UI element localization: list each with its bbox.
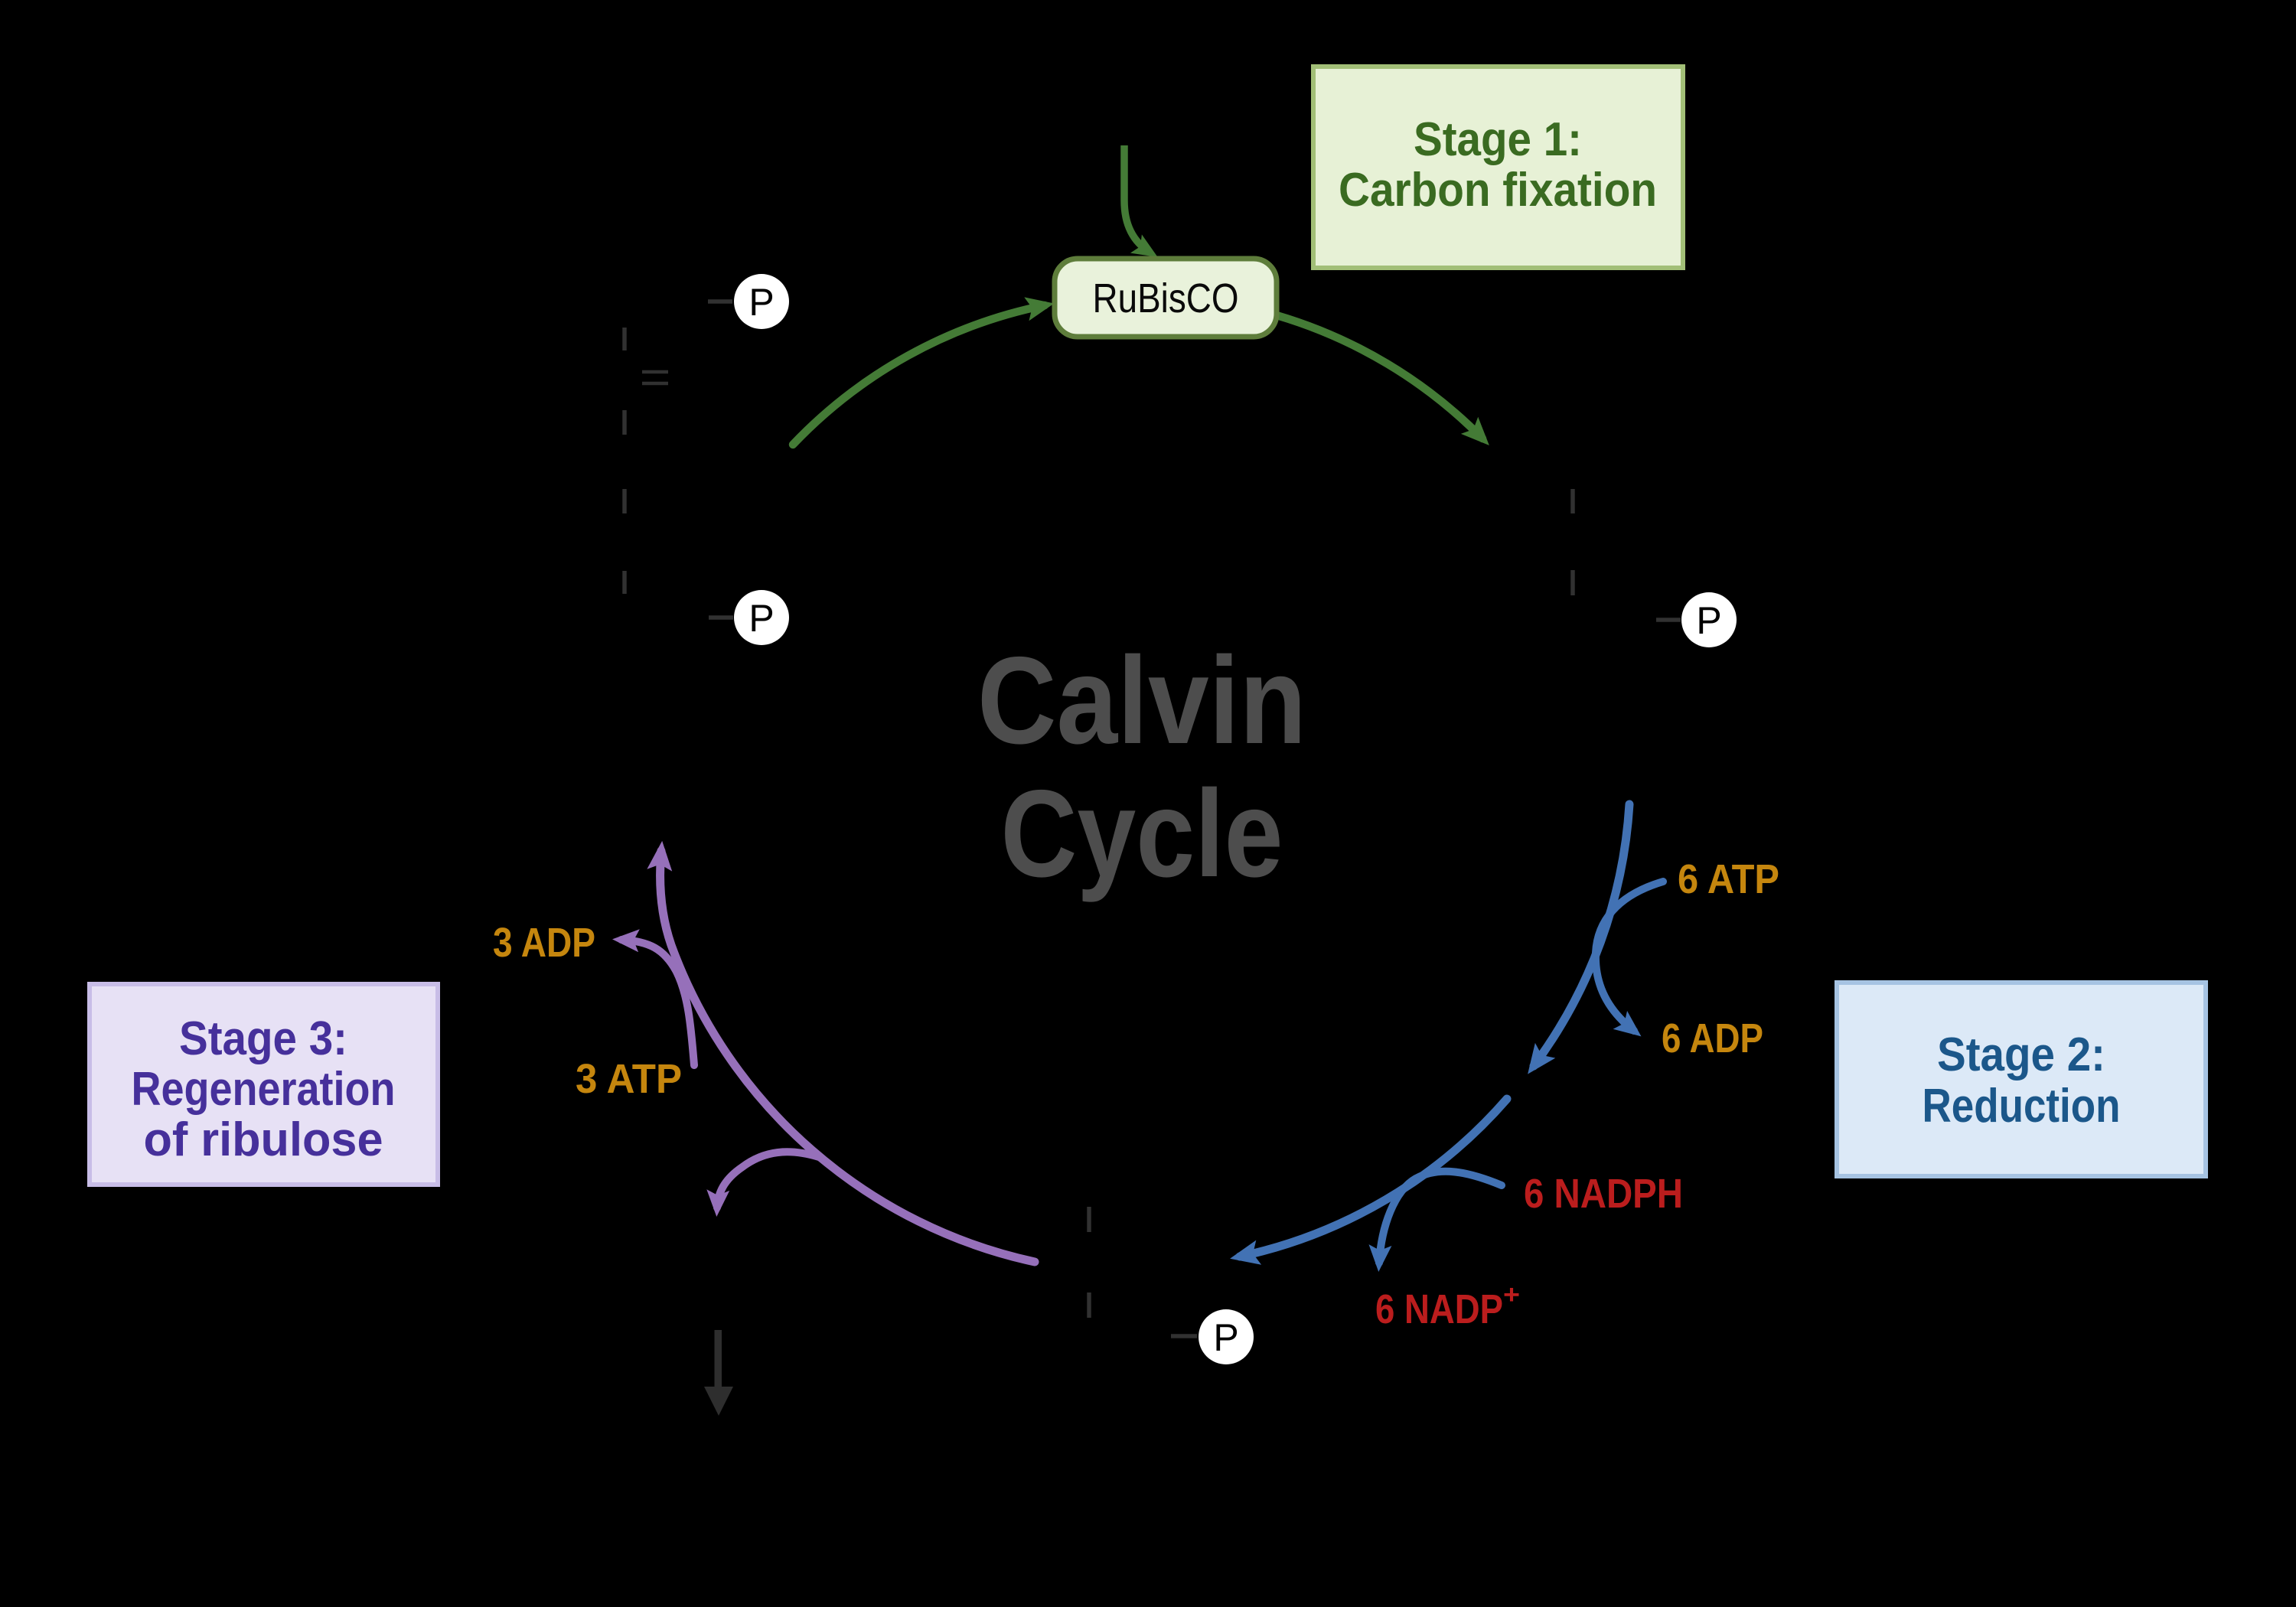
svg-text:Stage 2:: Stage 2: <box>1937 1028 2105 1081</box>
svg-text:3 ADP: 3 ADP <box>493 920 595 966</box>
svg-text:6 ADP: 6 ADP <box>1662 1015 1763 1061</box>
svg-text:P: P <box>1213 1316 1238 1359</box>
svg-text:P: P <box>748 597 774 640</box>
svg-text:Stage 3:: Stage 3: <box>179 1012 347 1065</box>
svg-text:P: P <box>748 281 774 324</box>
svg-text:6 NADPH: 6 NADPH <box>1524 1171 1683 1217</box>
svg-text:of ribulose: of ribulose <box>144 1113 383 1166</box>
svg-text:P: P <box>1696 599 1721 642</box>
svg-text:RuBisCO: RuBisCO <box>1093 275 1239 321</box>
svg-text:6 ATP: 6 ATP <box>1678 856 1779 902</box>
svg-text:6 NADP: 6 NADP <box>1375 1286 1503 1332</box>
svg-text:Calvin: Calvin <box>977 631 1306 770</box>
svg-text:Reduction: Reduction <box>1923 1080 2121 1133</box>
svg-text:3 ATP: 3 ATP <box>576 1056 682 1102</box>
svg-text:Carbon fixation: Carbon fixation <box>1339 164 1657 217</box>
svg-text:Cycle: Cycle <box>1001 764 1283 903</box>
svg-text:Regeneration: Regeneration <box>132 1063 396 1116</box>
svg-text:+: + <box>1503 1280 1520 1309</box>
svg-text:Stage 1:: Stage 1: <box>1414 113 1582 166</box>
